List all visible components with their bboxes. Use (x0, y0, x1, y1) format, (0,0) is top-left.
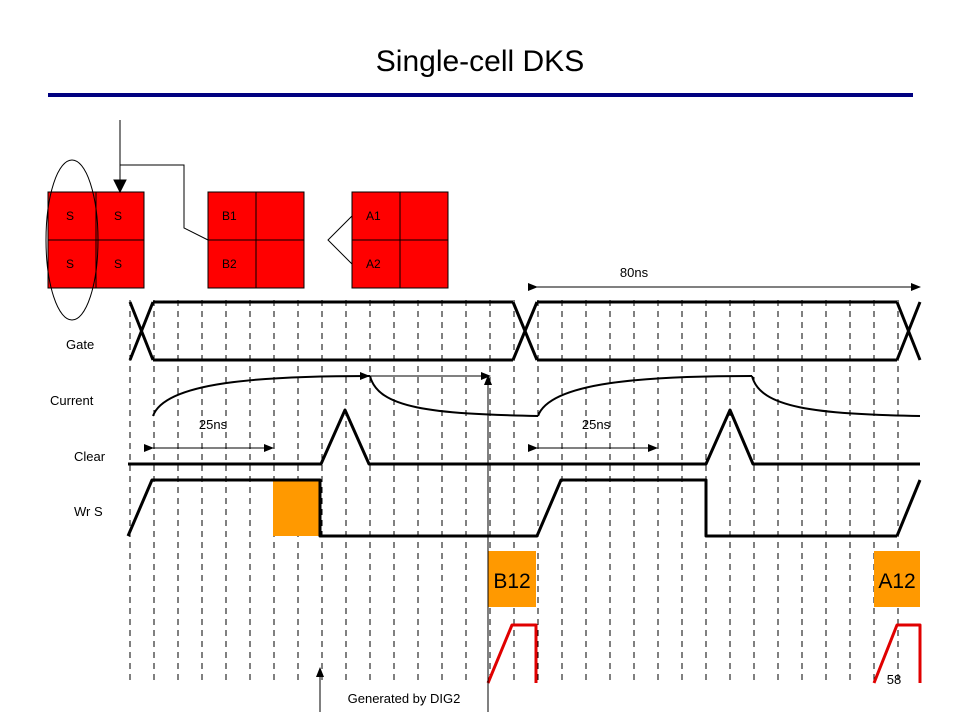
a-to-b-connector (327, 215, 353, 265)
a-cell-label: A2 (366, 257, 381, 271)
delay-label-1: 25ns (199, 417, 228, 432)
red-wave-a12 (872, 623, 922, 684)
delay-label-2: 25ns (582, 417, 611, 432)
current-waveform (152, 375, 921, 417)
s-cell-label: S (114, 257, 122, 271)
gate-waveform (128, 300, 922, 362)
page-number: 58 (887, 672, 901, 687)
signal-label-current: Current (50, 393, 94, 408)
slide-title: Single-cell DKS (376, 45, 584, 78)
s-cell-label: S (114, 209, 122, 223)
dimension-arrows (144, 283, 921, 712)
s-column-ellipse (45, 159, 99, 321)
signal-label-clear: Clear (74, 449, 106, 464)
wr-s-waveform (126, 478, 922, 538)
b-cell-label: B1 (222, 209, 237, 223)
b-cell-label: B2 (222, 257, 237, 271)
s-cell-group: S S S S (45, 159, 145, 321)
clear-waveform (128, 408, 920, 466)
a-cell-label: A1 (366, 209, 381, 223)
s-cell-label: S (66, 257, 74, 271)
b-cell-group: B1 B2 (207, 191, 305, 289)
a12-block (874, 551, 920, 607)
cell-connector-lines (113, 120, 353, 265)
a12-label: A12 (878, 570, 915, 593)
signal-label-wr-s: Wr S (74, 504, 103, 519)
title-rule (48, 93, 913, 97)
signal-label-gate: Gate (66, 337, 94, 352)
s-cell-label: S (66, 209, 74, 223)
period-label: 80ns (620, 265, 649, 280)
b12-label: B12 (493, 570, 530, 593)
a-cell-group: A1 A2 (351, 191, 449, 289)
generated-by-label: Generated by DIG2 (348, 691, 461, 706)
b12-block (488, 551, 536, 607)
red-wave-b12 (486, 623, 538, 684)
wr-s-highlight-block (273, 480, 320, 536)
